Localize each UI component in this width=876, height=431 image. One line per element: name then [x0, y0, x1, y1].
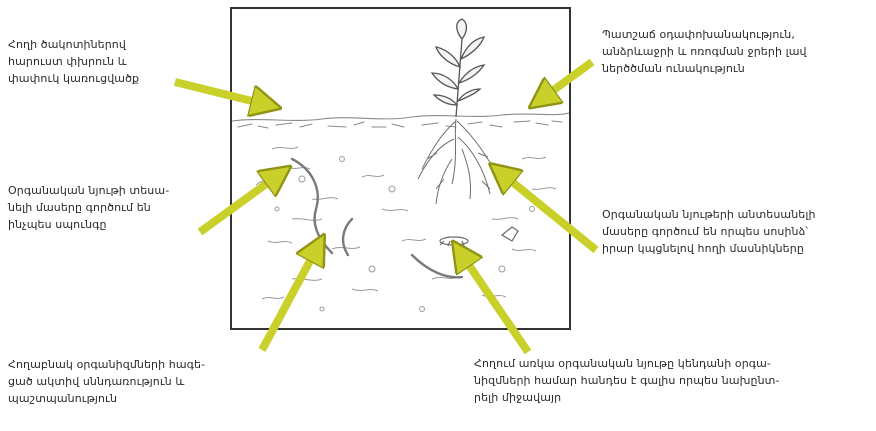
arrow-mid-left: [200, 174, 280, 232]
arrow-top-right: [540, 62, 592, 100]
arrow-mid-right: [500, 172, 596, 250]
arrow-bottom-left: [262, 246, 318, 350]
arrow-top-left: [175, 82, 268, 105]
arrow-bottom-right: [460, 252, 528, 352]
